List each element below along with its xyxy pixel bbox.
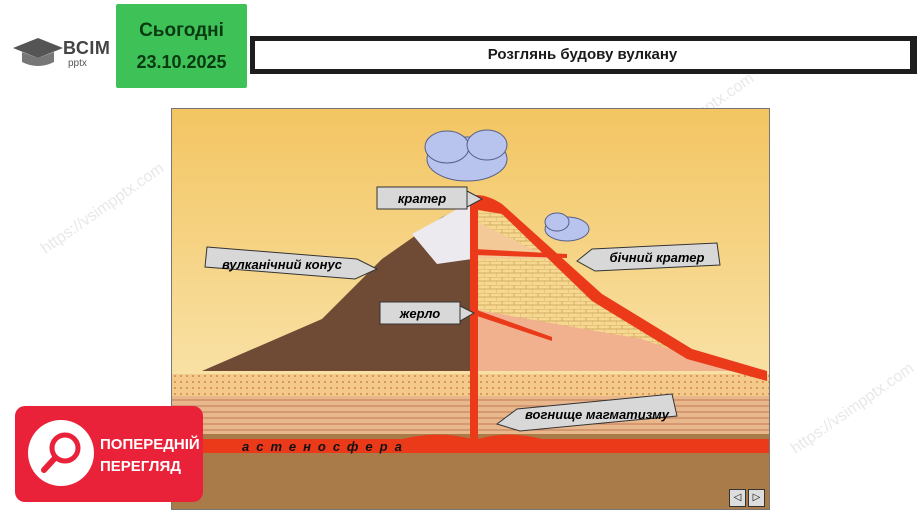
logo-text: ВСІМ bbox=[63, 38, 111, 58]
side-branch bbox=[474, 309, 552, 341]
volcano-cone bbox=[202, 204, 472, 371]
asthenosphere-band bbox=[172, 439, 769, 453]
magma-focus-label-box: вогнище магматизму bbox=[495, 393, 678, 432]
date-badge: Сьогодні 23.10.2025 bbox=[116, 4, 247, 88]
preview-badge[interactable]: ПОПЕРЕДНІЙ ПЕРЕГЛЯД bbox=[15, 406, 203, 502]
logo-subtext: pptx bbox=[68, 58, 87, 69]
side-crater-label-box: бічний кратер bbox=[576, 242, 721, 272]
preview-line1: ПОПЕРЕДНІЙ bbox=[100, 436, 200, 453]
magma-chamber bbox=[392, 434, 552, 442]
page-title: Розглянь будову вулкану bbox=[255, 41, 910, 69]
asthenosphere-label: астеносфера bbox=[242, 439, 409, 454]
logo-icon bbox=[13, 38, 63, 66]
vent-label-box: жерло bbox=[379, 301, 476, 325]
cone-label: вулканічний конус bbox=[222, 257, 343, 272]
prev-icon[interactable]: ◁ bbox=[729, 489, 746, 507]
cloud-icon bbox=[424, 129, 508, 182]
side-crater-label: бічний кратер bbox=[610, 250, 705, 265]
preview-line2: ПЕРЕГЛЯД bbox=[100, 458, 181, 475]
crater-label: кратер bbox=[398, 191, 446, 206]
magma-focus-label: вогнище магматизму bbox=[525, 407, 670, 422]
cone-label-box: вулканічний конус bbox=[204, 246, 379, 280]
magnifier-icon bbox=[41, 432, 81, 473]
date-value: 23.10.2025 bbox=[136, 52, 227, 72]
slide-nav: ◁ ▷ bbox=[729, 489, 767, 507]
snow-cap bbox=[412, 201, 472, 264]
lava-flow bbox=[467, 195, 767, 381]
vent-label: жерло bbox=[399, 306, 440, 321]
small-cloud-icon bbox=[544, 212, 590, 242]
vent-conduit bbox=[470, 201, 478, 439]
side-branch bbox=[474, 249, 567, 258]
date-label: Сьогодні bbox=[139, 20, 224, 41]
preview-circle bbox=[28, 420, 94, 486]
next-icon[interactable]: ▷ bbox=[748, 489, 765, 507]
volcano-diagram: кратер вулканічний конус жерло бічний кр… bbox=[171, 108, 770, 510]
crater-label-box: кратер bbox=[376, 186, 484, 210]
layer-band bbox=[472, 219, 552, 259]
watermark-text: https://vsimpptx.com bbox=[788, 359, 918, 458]
layer-band bbox=[472, 309, 732, 371]
watermark-text: https://vsimpptx.com bbox=[38, 159, 168, 258]
